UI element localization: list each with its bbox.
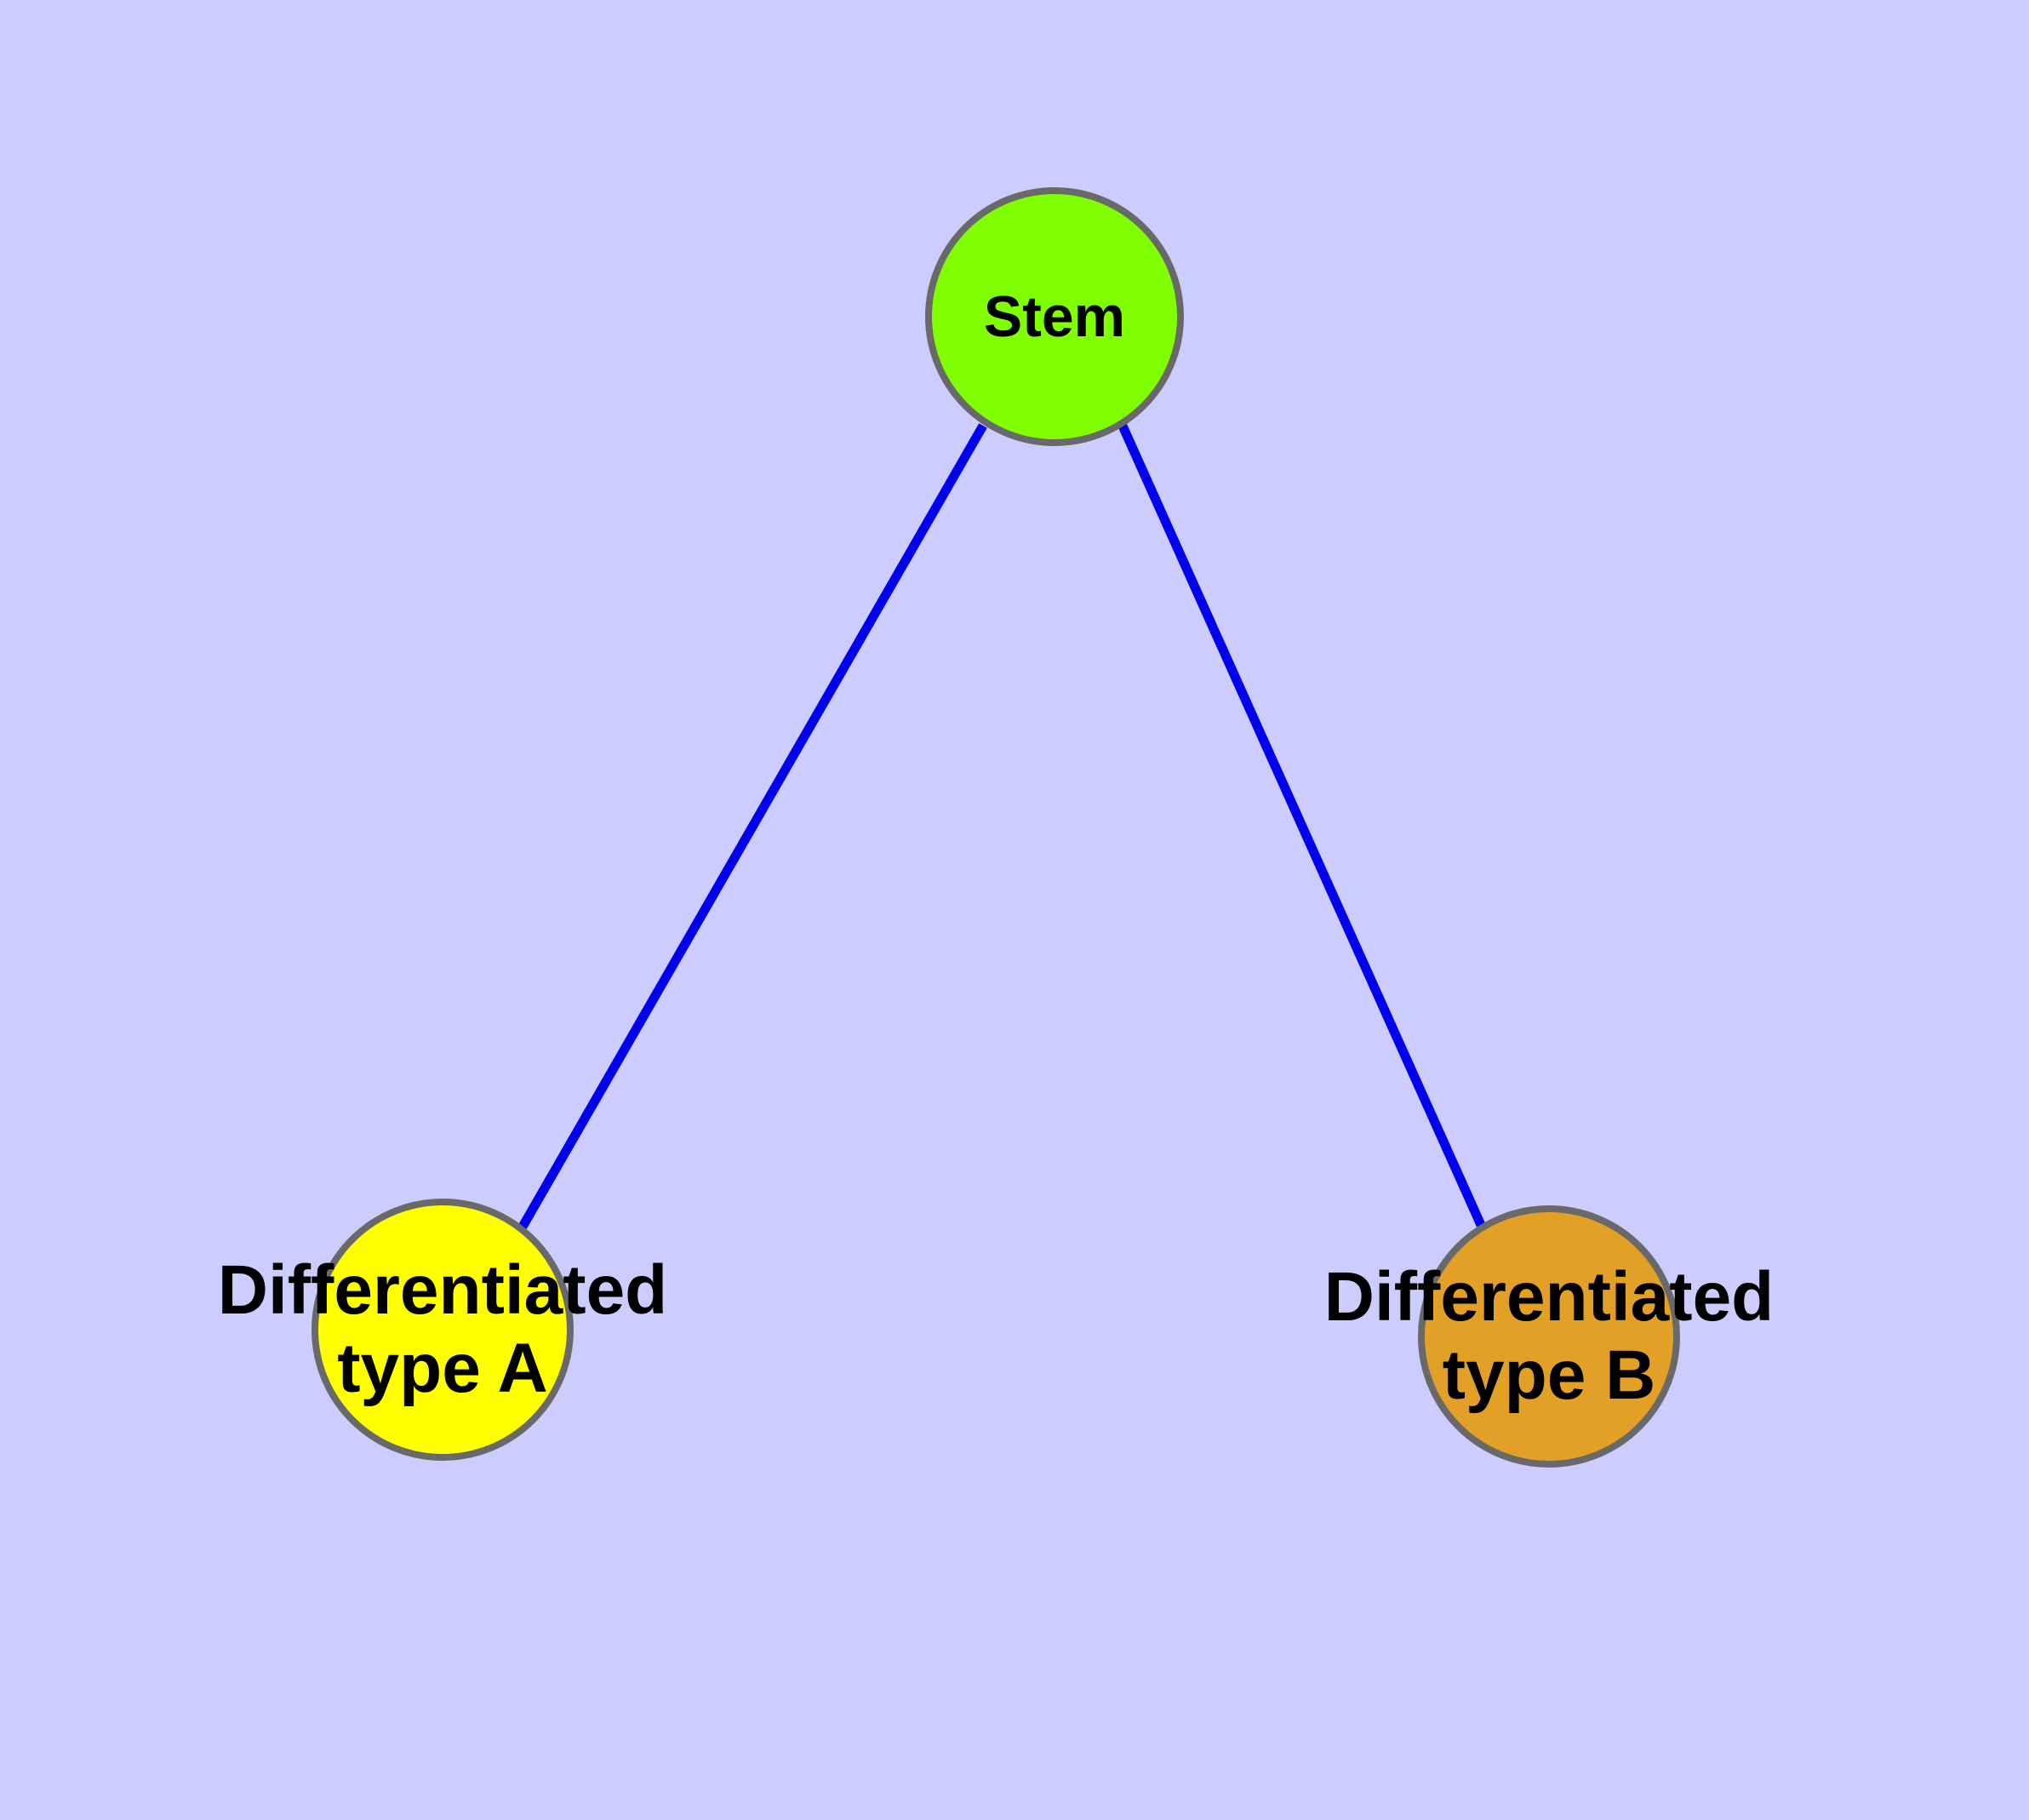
node-differentiated-type-b[interactable] [1418, 1205, 1680, 1468]
edge-stem-to-differentiated-type-a[interactable] [518, 423, 987, 1229]
node-stem[interactable] [925, 187, 1184, 446]
edge-stem-to-differentiated-type-b[interactable] [1117, 421, 1486, 1228]
edges-layer [518, 421, 1486, 1229]
node-differentiated-type-a[interactable] [311, 1199, 574, 1461]
nodes-layer [311, 187, 1680, 1468]
